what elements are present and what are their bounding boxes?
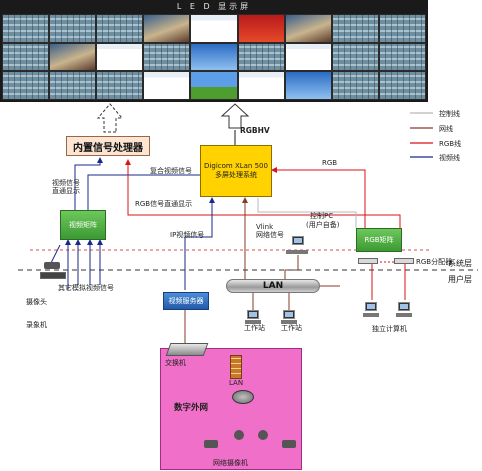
legend-label-rgb: RGB线 bbox=[439, 140, 462, 148]
led-input-arrow-left bbox=[96, 103, 124, 133]
led-tile bbox=[2, 71, 50, 100]
workstation-base-icon bbox=[245, 320, 261, 324]
lan-bus: LAN bbox=[226, 279, 320, 293]
led-tile bbox=[378, 42, 426, 72]
video-server-box[interactable]: 视频服务器 bbox=[163, 292, 209, 310]
led-tile bbox=[237, 14, 285, 43]
xlan-subtitle: 多屏处理系统 bbox=[215, 171, 257, 179]
led-tile bbox=[237, 71, 285, 100]
control-pc-monitor-icon bbox=[292, 236, 304, 245]
network-camera-icon bbox=[234, 430, 244, 440]
led-tile bbox=[237, 42, 285, 72]
rgb-splitter-icon bbox=[394, 258, 414, 264]
outer-lan-label: LAN bbox=[229, 379, 244, 387]
workstation-base-icon bbox=[281, 320, 297, 324]
rgb-splitter-icon bbox=[358, 258, 378, 264]
led-tile bbox=[2, 14, 50, 43]
system-layer-label: 系统层 bbox=[448, 259, 472, 268]
led-tile bbox=[49, 14, 97, 43]
switch-label: 交换机 bbox=[165, 359, 186, 367]
rgbhv-label: RGBHV bbox=[240, 126, 270, 135]
outer-network-label: 数字外网 bbox=[174, 403, 209, 413]
led-tile bbox=[49, 71, 97, 100]
control-pc-label: 控制PC bbox=[310, 212, 334, 220]
led-tile bbox=[96, 14, 144, 43]
led-tile bbox=[96, 42, 144, 72]
led-tile bbox=[284, 14, 332, 43]
led-tile bbox=[190, 71, 238, 100]
legend-label-network: 网线 bbox=[439, 125, 453, 133]
led-tile bbox=[284, 42, 332, 72]
led-tile bbox=[331, 14, 379, 43]
led-tile bbox=[378, 71, 426, 100]
workstation-1-label: 工作站 bbox=[244, 324, 265, 332]
led-tile bbox=[2, 42, 50, 72]
camera-icon bbox=[44, 262, 60, 269]
led-tile bbox=[190, 42, 238, 72]
xlan-processor-box[interactable]: Digicom XLan 500 多屏处理系统 bbox=[200, 145, 272, 197]
recorder-label: 录象机 bbox=[26, 321, 47, 329]
control-pc-base-icon bbox=[286, 250, 308, 254]
rgb-splitter-label: RGB分配器 bbox=[416, 258, 453, 266]
led-tile bbox=[143, 42, 191, 72]
signal-processor-box[interactable]: 内置信号处理器 bbox=[66, 136, 150, 156]
vlink-label: Vlink bbox=[256, 223, 274, 231]
xlan-title: Digicom XLan 500 bbox=[204, 162, 268, 171]
control-pc-sub-label: (用户自备) bbox=[306, 221, 340, 229]
led-input-arrow-right bbox=[220, 103, 250, 129]
switch-icon bbox=[165, 343, 209, 356]
user-layer-label: 用户层 bbox=[448, 275, 472, 284]
vlink-sub-label: 网络信号 bbox=[256, 231, 284, 239]
network-camera-label: 网络摄像机 bbox=[213, 459, 248, 467]
firewall-icon bbox=[230, 355, 242, 379]
network-camera-icon bbox=[204, 440, 218, 448]
legend-label-control: 控制线 bbox=[439, 110, 460, 118]
network-camera-icon bbox=[258, 430, 268, 440]
rgb-matrix-box[interactable]: RGB矩阵 bbox=[356, 228, 402, 252]
rgb-label: RGB bbox=[322, 159, 338, 167]
independent-pc-monitor-icon bbox=[398, 302, 410, 311]
composite-video-label: 复合视频信号 bbox=[150, 167, 192, 175]
independent-pc-base-icon bbox=[396, 313, 412, 317]
led-tile bbox=[143, 71, 191, 100]
network-camera-icon bbox=[282, 440, 296, 448]
ip-video-label: IP视频信号 bbox=[170, 231, 205, 239]
other-analog-label: 其它模拟视频信号 bbox=[58, 284, 114, 292]
led-tile bbox=[190, 14, 238, 43]
led-display-wall: L E D 显示屏 bbox=[0, 0, 428, 102]
led-tile bbox=[284, 71, 332, 100]
workstation-2-label: 工作站 bbox=[281, 324, 302, 332]
independent-pc-monitor-icon bbox=[365, 302, 377, 311]
independent-pc-label: 独立计算机 bbox=[372, 325, 407, 333]
led-tile bbox=[49, 42, 97, 72]
independent-pc-base-icon bbox=[363, 313, 379, 317]
camera-label: 摄像头 bbox=[26, 298, 47, 306]
rgb-direct-label: RGB信号直通显示 bbox=[135, 200, 193, 208]
workstation-monitor-icon bbox=[283, 310, 295, 319]
led-tile bbox=[331, 42, 379, 72]
led-tile bbox=[96, 71, 144, 100]
legend-label-video: 视频线 bbox=[439, 154, 460, 162]
led-wall-title: L E D 显示屏 bbox=[176, 2, 252, 11]
workstation-monitor-icon bbox=[247, 310, 259, 319]
led-tile bbox=[331, 71, 379, 100]
video-matrix-box[interactable]: 视频矩阵 bbox=[60, 210, 106, 240]
recorder-icon bbox=[40, 272, 66, 279]
led-tile bbox=[143, 14, 191, 43]
video-direct-label: 视频信号 直通显示 bbox=[52, 179, 80, 195]
router-icon bbox=[232, 390, 254, 404]
led-tile bbox=[378, 14, 426, 43]
